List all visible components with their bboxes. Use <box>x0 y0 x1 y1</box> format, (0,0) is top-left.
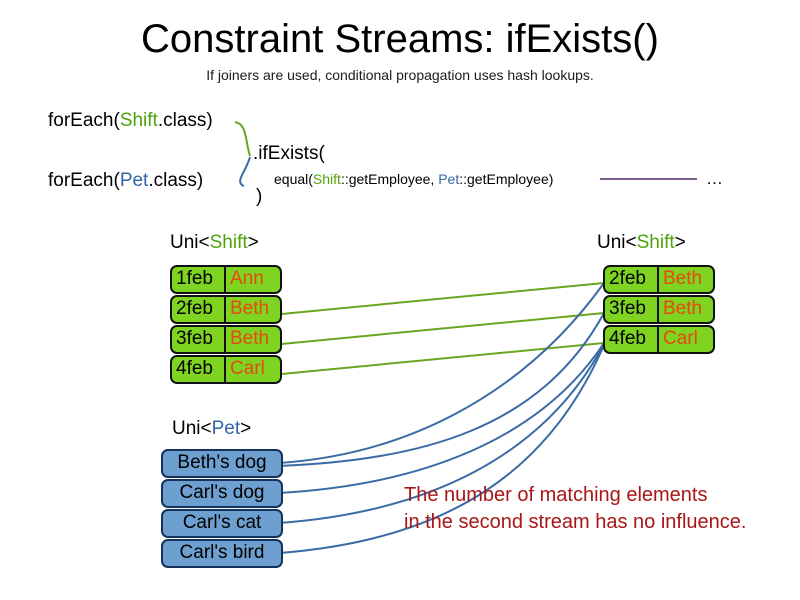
table-row: 3feb Beth <box>170 325 282 354</box>
code-close-paren: ) <box>256 186 263 207</box>
cell-shift-date: 3feb <box>603 295 658 324</box>
table-row: 4feb Carl <box>603 325 715 354</box>
list-item: Carl's bird <box>161 539 283 568</box>
foreach-shift-suffix: .class) <box>157 110 213 131</box>
foreach-pet-suffix: .class) <box>148 170 204 191</box>
equal-middle: ::getEmployee, <box>340 171 439 187</box>
caption-right-shift-stream: Uni<Shift> <box>597 232 686 254</box>
cell-shift-date: 1feb <box>170 265 225 294</box>
equal-pet-type: Pet <box>438 171 460 187</box>
caption-pet-prefix: Uni< <box>172 418 212 439</box>
code-ifexists-label: .ifExists( <box>253 143 325 164</box>
table-row: 3feb Beth <box>603 295 715 324</box>
brace-lower-blue <box>239 156 251 187</box>
cell-shift-employee: Beth <box>658 295 715 324</box>
annotation-line-2: in the second stream has no influence. <box>404 511 747 533</box>
wire-shift-4feb <box>270 342 605 376</box>
table-row: 4feb Carl <box>170 355 282 384</box>
code-ellipsis: … <box>706 169 723 188</box>
caption-left-prefix: Uni< <box>170 232 210 253</box>
cell-shift-date: 2feb <box>603 265 658 294</box>
cell-shift-date: 2feb <box>170 295 225 324</box>
caption-right-type: Shift <box>636 232 675 253</box>
brace-upper-green <box>234 121 251 157</box>
table-right-shift-stream: 2feb Beth 3feb Beth 4feb Carl <box>603 265 715 355</box>
equal-suffix: ::getEmployee) <box>459 171 554 187</box>
foreach-shift-type: Shift <box>119 110 158 131</box>
cell-shift-date: 4feb <box>603 325 658 354</box>
cell-shift-employee: Ann <box>225 265 282 294</box>
caption-left-suffix: > <box>247 232 259 253</box>
caption-left-type: Shift <box>209 232 248 253</box>
code-foreach-shift: forEach(Shift.class) <box>48 110 213 132</box>
annotation-line-1: The number of matching elements <box>404 484 708 506</box>
cell-shift-employee: Carl <box>658 325 715 354</box>
table-row: 2feb Beth <box>603 265 715 294</box>
wire-shift-3feb <box>270 312 605 346</box>
code-equal-joiner: equal(Shift::getEmployee, Pet::getEmploy… <box>274 170 553 188</box>
wire-shift-2feb <box>270 282 605 316</box>
cell-shift-employee: Beth <box>658 265 715 294</box>
cell-pet-label: Carl's cat <box>161 509 283 538</box>
wire-pet-carls-dog-to-4feb <box>278 342 605 494</box>
cell-pet-label: Carl's dog <box>161 479 283 508</box>
cell-shift-employee: Beth <box>225 325 282 354</box>
caption-right-suffix: > <box>674 232 686 253</box>
table-left-shift-stream: 1feb Ann 2feb Beth 3feb Beth 4feb Carl <box>170 265 282 385</box>
page-title: Constraint Streams: ifExists() <box>141 17 659 61</box>
list-item: Beth's dog <box>161 449 283 478</box>
table-pet-stream: Beth's dog Carl's dog Carl's cat Carl's … <box>161 449 283 569</box>
page-subtitle: If joiners are used, conditional propaga… <box>206 67 594 83</box>
caption-pet-stream: Uni<Pet> <box>172 418 251 440</box>
cell-shift-employee: Carl <box>225 355 282 384</box>
table-row: 2feb Beth <box>170 295 282 324</box>
code-foreach-pet: forEach(Pet.class) <box>48 170 203 192</box>
cell-shift-date: 3feb <box>170 325 225 354</box>
foreach-pet-prefix: forEach( <box>48 170 120 191</box>
foreach-shift-prefix: forEach( <box>48 110 120 131</box>
equal-shift-type: Shift <box>312 171 341 187</box>
caption-pet-suffix: > <box>240 418 252 439</box>
table-row: 1feb Ann <box>170 265 282 294</box>
wire-pet-beths-dog-to-2feb <box>278 282 605 464</box>
cell-pet-label: Carl's bird <box>161 539 283 568</box>
wire-pet-beths-dog-to-3feb <box>278 312 605 467</box>
list-item: Carl's dog <box>161 479 283 508</box>
caption-right-prefix: Uni< <box>597 232 637 253</box>
caption-pet-type: Pet <box>211 418 241 439</box>
caption-left-shift-stream: Uni<Shift> <box>170 232 259 254</box>
list-item: Carl's cat <box>161 509 283 538</box>
cell-pet-label: Beth's dog <box>161 449 283 478</box>
cell-shift-date: 4feb <box>170 355 225 384</box>
annotation-note: The number of matching elements in the s… <box>404 482 746 536</box>
foreach-pet-type: Pet <box>119 170 149 191</box>
cell-shift-employee: Beth <box>225 295 282 324</box>
equal-prefix: equal( <box>274 171 313 187</box>
